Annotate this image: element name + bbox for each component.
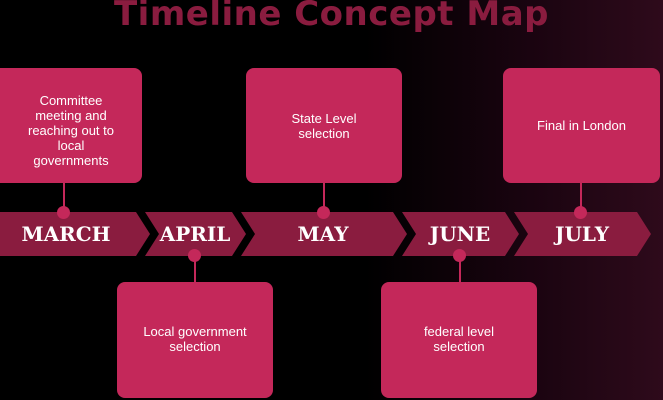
arrow-segment-march	[0, 212, 150, 256]
event-text-april: Local government selection	[143, 324, 247, 354]
event-card-july: Final in London	[503, 68, 660, 183]
event-text-july: Final in London	[537, 118, 626, 133]
event-text-march: Committee meeting and reaching out to lo…	[27, 93, 114, 168]
event-card-june: federal level selection	[381, 282, 537, 398]
connector-dot-july	[574, 206, 587, 219]
event-card-march: Committee meeting and reaching out to lo…	[0, 68, 142, 183]
month-label-june: JUNE	[429, 222, 491, 246]
connector-stem-july	[580, 182, 582, 214]
connector-stem-may	[323, 182, 325, 214]
connector-dot-april	[188, 249, 201, 262]
diagram-title: Timeline Concept Map	[113, 0, 550, 34]
event-card-may: State Level selection	[246, 68, 402, 183]
event-card-april: Local government selection	[117, 282, 273, 398]
event-text-may: State Level selection	[291, 111, 357, 141]
connector-stem-march	[63, 182, 65, 214]
month-label-april: APRIL	[159, 222, 231, 246]
connector-stem-june	[459, 256, 461, 283]
month-label-july: JULY	[555, 222, 609, 246]
connector-dot-june	[453, 249, 466, 262]
month-label-may: MAY	[297, 222, 349, 246]
connector-stem-april	[194, 256, 196, 283]
arrow-segment-april	[145, 212, 246, 256]
timeline-arrow-band	[0, 212, 651, 256]
arrow-segment-july	[514, 212, 651, 256]
event-text-june: federal level selection	[423, 324, 495, 354]
arrow-segment-may	[241, 212, 407, 256]
connector-dot-march	[57, 206, 70, 219]
connector-dot-may	[317, 206, 330, 219]
arrow-segment-june	[402, 212, 519, 256]
month-label-march: MARCH	[21, 222, 111, 246]
